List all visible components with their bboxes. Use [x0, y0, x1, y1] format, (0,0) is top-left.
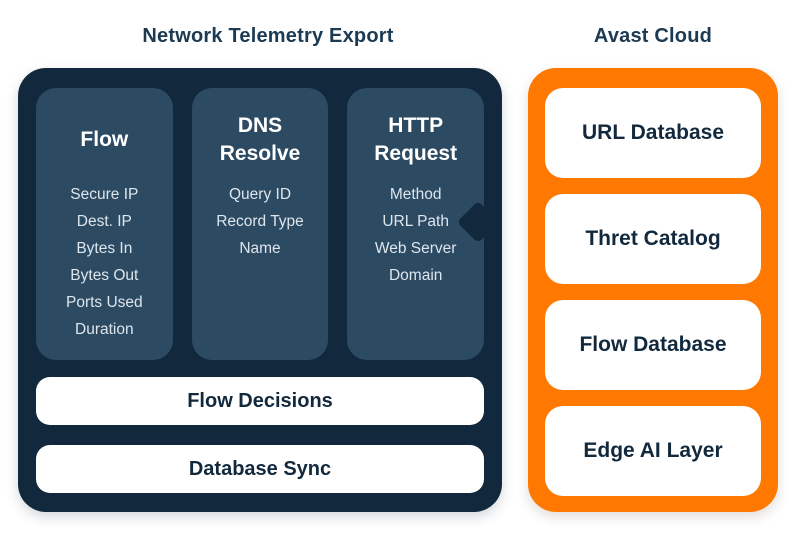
database-sync-bar: Database Sync [36, 445, 484, 493]
list-item: Bytes In [76, 240, 133, 257]
column-http-request-title: HTTP Request [374, 114, 458, 165]
column-flow-title: Flow [80, 128, 129, 151]
list-item: Bytes Out [70, 267, 139, 284]
flow-decisions-bar: Flow Decisions [36, 377, 484, 425]
threat-catalog-box: Thret Catalog [545, 194, 761, 284]
column-dns-resolve: DNS Resolve Query ID Record Type Name [191, 88, 329, 360]
column-flow: Flow Secure IP Dest. IP Bytes In Bytes O… [36, 88, 173, 360]
list-item: Query ID [229, 186, 292, 203]
edge-ai-layer-box: Edge AI Layer [545, 406, 761, 496]
list-item: Method [389, 186, 442, 203]
column-http-request-items: Method URL Path Web Server Domain [355, 181, 476, 289]
flow-database-box: Flow Database [545, 300, 761, 390]
list-item: Web Server Domain [374, 240, 457, 284]
left-section-title: Network Telemetry Export [142, 25, 394, 47]
telemetry-columns: Flow Secure IP Dest. IP Bytes In Bytes O… [36, 88, 485, 360]
right-section-title: Avast Cloud [593, 25, 713, 47]
network-telemetry-panel: Flow Secure IP Dest. IP Bytes In Bytes O… [18, 68, 502, 512]
list-item: Record Type [216, 213, 304, 230]
list-item: Dest. IP [76, 213, 132, 230]
column-dns-resolve-title: DNS Resolve [219, 114, 301, 165]
list-item: Ports Used [66, 294, 143, 311]
list-item: Name [239, 240, 281, 257]
url-database-box: URL Database [545, 88, 761, 178]
list-item: Secure IP [70, 186, 139, 203]
column-flow-items: Secure IP Dest. IP Bytes In Bytes Out Po… [44, 181, 165, 343]
avast-cloud-panel: URL Database Thret Catalog Flow Database… [528, 68, 778, 512]
list-item: Duration [75, 321, 134, 338]
list-item: URL Path [382, 213, 449, 230]
column-dns-resolve-items: Query ID Record Type Name [200, 181, 321, 262]
